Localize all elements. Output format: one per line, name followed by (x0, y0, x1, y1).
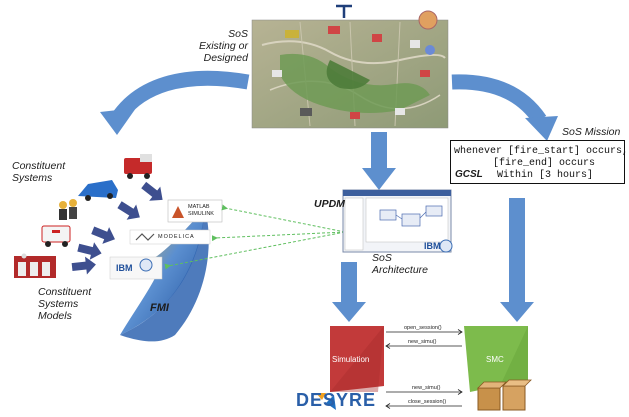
simulink-text: SIMULINK (188, 211, 214, 217)
sos-map-image (251, 4, 449, 129)
firefighters-icon (59, 199, 77, 220)
fire-truck-icon (124, 154, 152, 179)
sos-architecture-label: SoS Architecture (372, 252, 429, 276)
sos-existing-label: SoS Existing or Designed (198, 28, 248, 64)
smc-label: SMC (486, 355, 504, 364)
matlab-text: MATLAB (188, 204, 210, 210)
constituent-models-label: Constituent Systems Models (38, 286, 92, 322)
matlab-simulink-logo (167, 199, 223, 223)
fmi-label: FMI (150, 302, 169, 314)
message-new-simu-2: new_simu() (412, 385, 441, 391)
sos-mission-label: SoS Mission (562, 126, 621, 138)
modelica-text: MODELICA (158, 234, 195, 240)
smc-block (464, 326, 528, 392)
message-close-session: close_session() (408, 399, 447, 405)
updm-label: UPDM (314, 198, 345, 210)
message-open-session: open_session() (404, 325, 442, 331)
mission-box: whenever [fire_start] occurs, [fire_end]… (450, 140, 629, 184)
simulation-label: Simulation (332, 355, 370, 364)
gcsl-label: GCSL (455, 169, 483, 180)
constituent-systems-label: Constituent Systems (12, 160, 66, 184)
modelica-logo (129, 229, 211, 245)
updm-window (342, 189, 452, 253)
arrow-map-to-systems (100, 70, 250, 135)
desyre-label: DESYRE (296, 390, 377, 410)
fmi-dashed-connectors (164, 204, 346, 270)
system-to-model-arrows (71, 181, 163, 275)
ambulance-icon (41, 225, 71, 247)
ibm-logo-right (439, 239, 453, 253)
fire-station-icon (14, 253, 56, 278)
simulation-block (330, 326, 384, 392)
message-arrows (385, 329, 463, 409)
arrow-map-to-updm (362, 132, 396, 190)
mission-line-3: Within [3 hours] (497, 170, 594, 181)
mission-line-1: whenever [fire_start] occurs, (454, 146, 629, 157)
police-car-icon (78, 180, 118, 201)
toy-blocks-icon (477, 379, 532, 411)
desyre-logo (316, 393, 336, 410)
ibm-logo-left (109, 256, 163, 280)
ibm-text-left: IBM (116, 263, 133, 273)
arrow-architecture-to-simulation (332, 262, 366, 322)
arrow-map-to-mission (451, 74, 558, 141)
mission-line-2: [fire_end] occurs (493, 158, 596, 169)
message-new-simu-1: new_simu() (408, 339, 437, 345)
ibm-text-right: IBM (424, 241, 441, 251)
arrow-mission-to-smc (500, 198, 534, 322)
